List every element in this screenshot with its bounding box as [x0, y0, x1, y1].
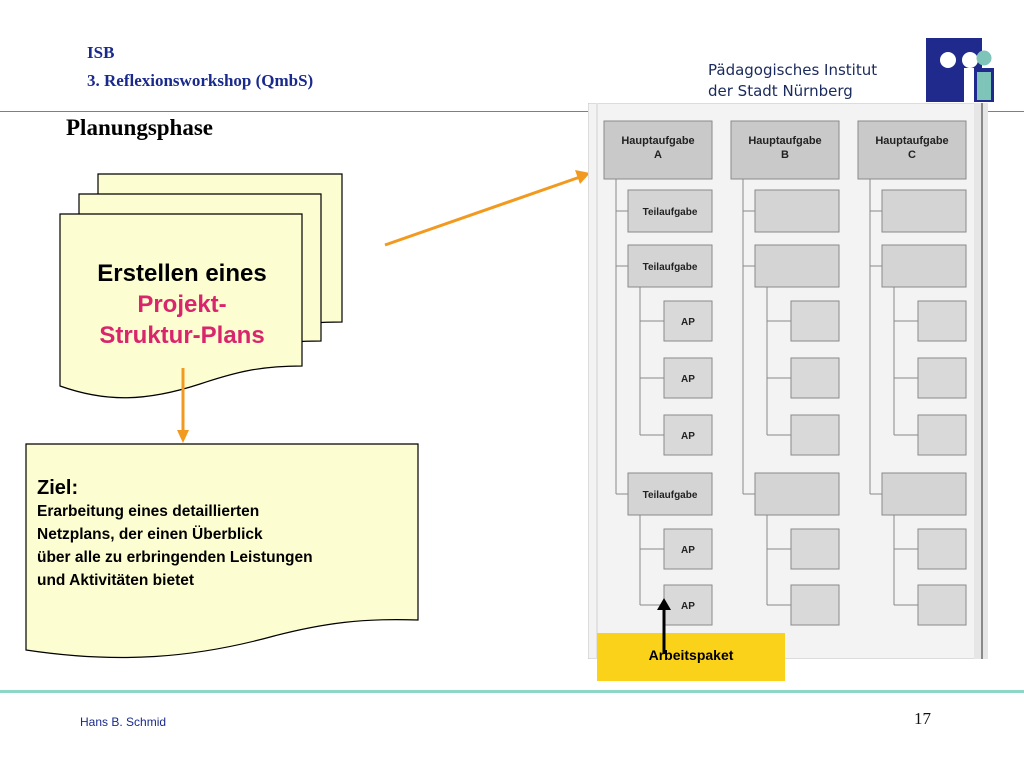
- subtask-box: [881, 189, 967, 233]
- subtask-box: [754, 189, 840, 233]
- footer-divider: [0, 690, 1024, 693]
- work-package-box: [917, 528, 967, 570]
- work-package-box: [790, 528, 840, 570]
- work-package-box: [917, 584, 967, 626]
- work-package-box: [663, 584, 713, 626]
- goal-note-shape: [25, 443, 419, 659]
- page-number: 17: [914, 709, 931, 728]
- footer-author: Hans B. Schmid: [80, 715, 167, 729]
- arrow-document-to-chart: [384, 175, 581, 247]
- subtask-box: [754, 472, 840, 516]
- goal-heading: Ziel:: [37, 477, 79, 499]
- document-line1: Erstellen eines: [97, 260, 267, 287]
- work-package-box: [663, 357, 713, 399]
- arrow-head: [177, 430, 189, 443]
- work-package-label: AP: [681, 545, 695, 556]
- work-package-box: [663, 414, 713, 456]
- document-stack-shape: [59, 173, 343, 399]
- work-package-box: [663, 528, 713, 570]
- institute-logo: [926, 38, 994, 102]
- main-task-label: Hauptaufgabe: [875, 135, 948, 147]
- main-task-box: [730, 120, 840, 180]
- work-package-box: [917, 357, 967, 399]
- project-structure-chart: HauptaufgabeATeilaufgabeTeilaufgabeTeila…: [588, 103, 988, 659]
- work-package-box: [790, 414, 840, 456]
- main-task-label: Hauptaufgabe: [621, 135, 694, 147]
- main-task-box: [857, 120, 967, 180]
- main-task-letter: A: [654, 149, 662, 161]
- subtask-box: [881, 244, 967, 288]
- goal-line: über alle zu erbringenden Leistungen: [37, 549, 313, 566]
- goal-text: Ziel: Erarbeitung eines detaillierten Ne…: [37, 476, 417, 592]
- goal-line: und Aktivitäten bietet: [37, 572, 195, 589]
- work-package-label: AP: [681, 601, 695, 612]
- subtask-label: Teilaufgabe: [643, 490, 698, 501]
- work-package-box: [790, 357, 840, 399]
- document-text: Erstellen eines Projekt- Struktur-Plans: [60, 258, 304, 351]
- subtask-label: Teilaufgabe: [643, 207, 698, 218]
- callout-label: Arbeitspaket: [648, 647, 734, 663]
- main-task-letter: B: [781, 149, 789, 161]
- work-package-callout: [597, 633, 785, 681]
- header-divider: [0, 111, 1024, 112]
- callout-arrow: [657, 598, 671, 654]
- header-event: 3. Reflexionsworkshop (QmbS): [87, 71, 314, 90]
- subtask-box: [627, 189, 713, 233]
- work-package-box: [790, 300, 840, 342]
- main-task-letter: C: [908, 149, 916, 161]
- document-line3: Struktur-Plans: [99, 322, 265, 349]
- work-package-box: [917, 300, 967, 342]
- header-org: ISB: [87, 43, 115, 62]
- work-package-box: [790, 584, 840, 626]
- institute-name-line1: Pädagogisches Institut: [708, 61, 878, 79]
- subtask-box: [627, 472, 713, 516]
- subtask-box: [627, 244, 713, 288]
- document-line2: Projekt-: [137, 291, 227, 318]
- arrow-head: [575, 170, 590, 184]
- work-package-label: AP: [681, 317, 695, 328]
- institute-name-line2: der Stadt Nürnberg: [708, 82, 853, 100]
- goal-line: Netzplans, der einen Überblick: [37, 526, 263, 543]
- main-task-box: [603, 120, 713, 180]
- work-package-label: AP: [681, 374, 695, 385]
- slide-title: Planungsphase: [66, 115, 214, 140]
- subtask-label: Teilaufgabe: [643, 262, 698, 273]
- subtask-box: [754, 244, 840, 288]
- work-package-box: [663, 300, 713, 342]
- work-package-box: [917, 414, 967, 456]
- subtask-box: [881, 472, 967, 516]
- work-package-label: AP: [681, 431, 695, 442]
- goal-line: Erarbeitung eines detaillierten: [37, 503, 260, 520]
- main-task-label: Hauptaufgabe: [748, 135, 821, 147]
